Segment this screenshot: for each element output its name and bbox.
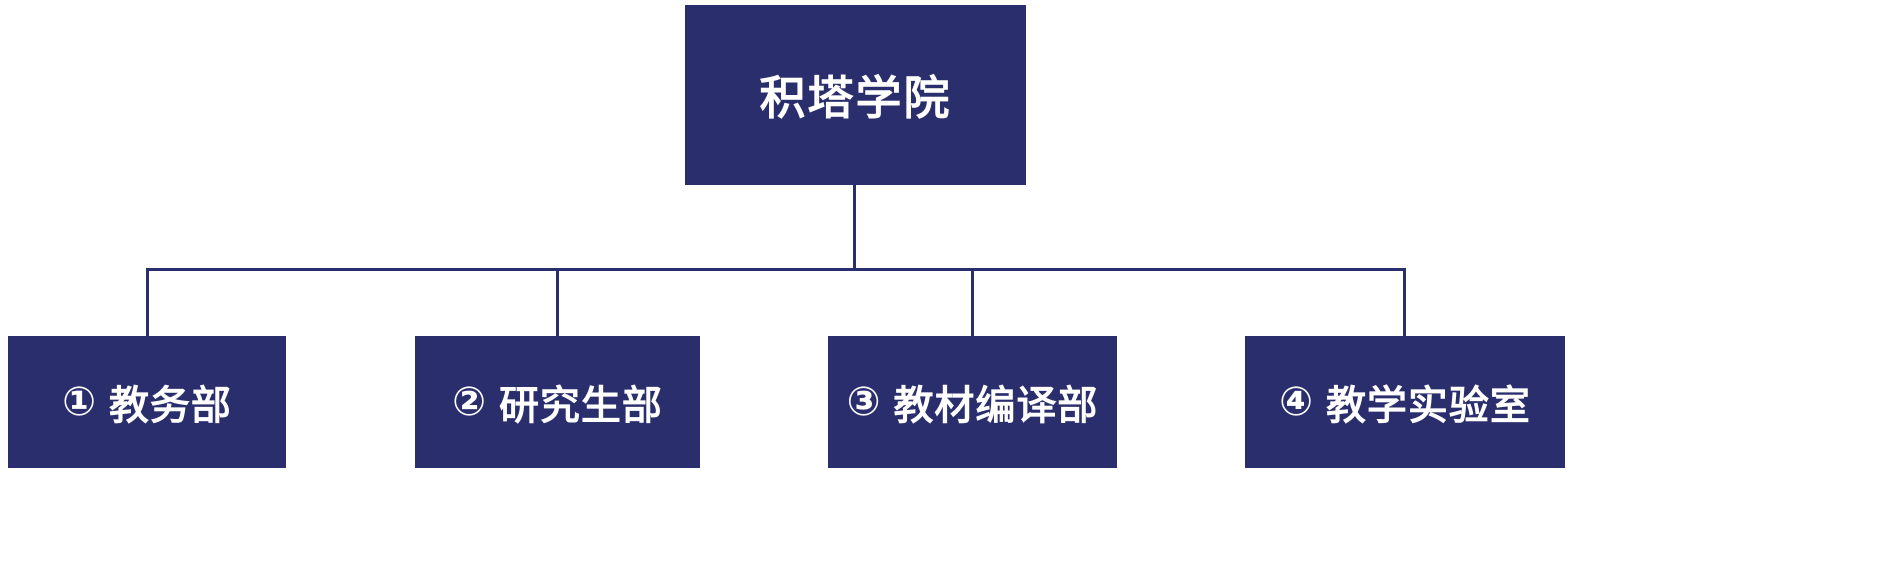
org-node-dept-4-number: ④ xyxy=(1279,379,1314,425)
org-node-root-label: 积塔学院 xyxy=(759,71,952,125)
org-node-dept-1-number: ① xyxy=(62,379,97,425)
org-node-dept-1-label: 教务部 xyxy=(108,383,232,429)
connector-drop-2 xyxy=(556,268,559,336)
org-node-dept-3-label: 教材编译部 xyxy=(893,383,1099,429)
connector-drop-3 xyxy=(971,268,974,336)
org-node-dept-1: ① 教务部 xyxy=(8,336,286,468)
org-node-dept-3: ③ 教材编译部 xyxy=(828,336,1117,468)
org-node-dept-4-label: 教学实验室 xyxy=(1325,383,1531,429)
org-node-dept-4: ④ 教学实验室 xyxy=(1245,336,1565,468)
org-node-dept-2: ② 研究生部 xyxy=(415,336,700,468)
connector-drop-1 xyxy=(146,268,149,336)
org-node-dept-3-number: ③ xyxy=(846,379,882,425)
connector-horizontal-rail xyxy=(146,268,1406,271)
org-node-root: 积塔学院 xyxy=(685,5,1026,185)
connector-root-stem xyxy=(853,185,856,269)
org-node-dept-2-label: 研究生部 xyxy=(498,383,663,429)
org-node-dept-2-number: ② xyxy=(452,379,487,425)
connector-drop-4 xyxy=(1403,268,1406,336)
